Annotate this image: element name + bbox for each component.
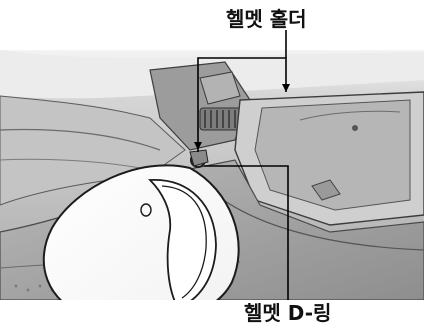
bottom-band — [0, 300, 424, 334]
helmet-d-ring-label: 헬멧 D-링 — [244, 303, 331, 323]
fastener — [352, 125, 358, 131]
helmet-holder-label: 헬멧 홀더 — [226, 9, 307, 29]
